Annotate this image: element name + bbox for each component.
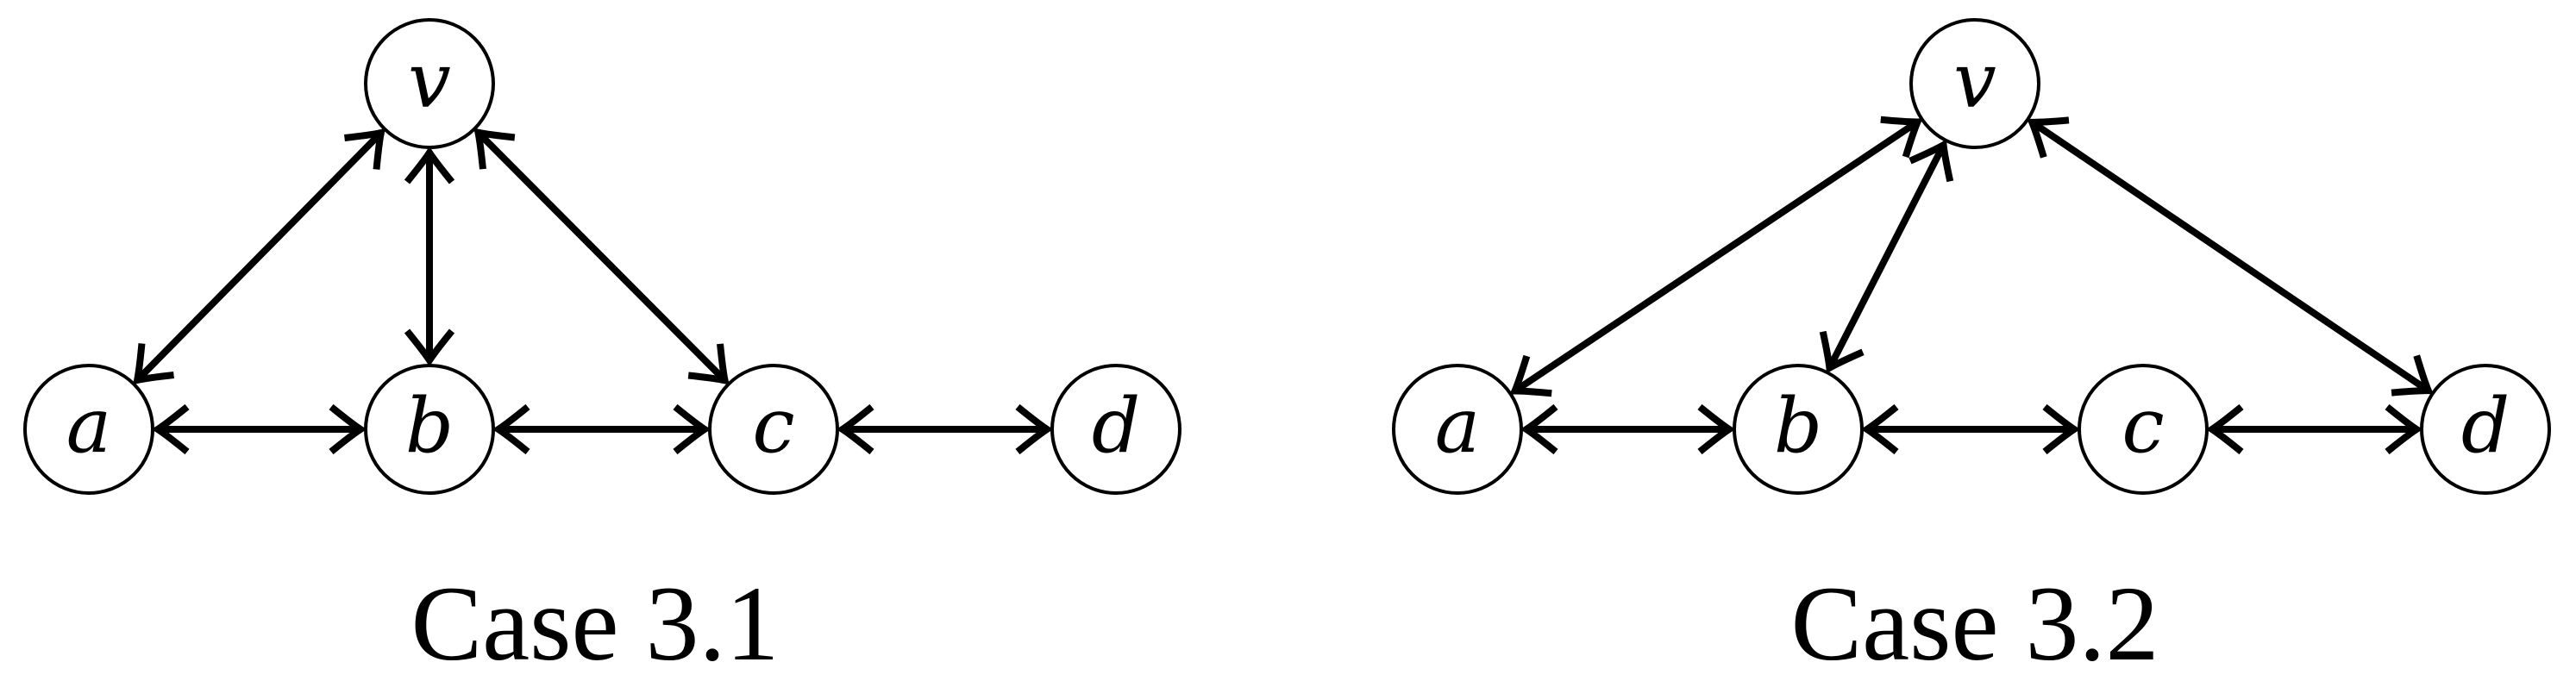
edge-line [475, 129, 728, 384]
node-circle [2420, 364, 2551, 495]
node-v: v [364, 18, 495, 149]
arrowhead [404, 328, 455, 367]
node-circle [1733, 364, 1864, 495]
node-v: v [1909, 18, 2040, 149]
arrowhead [1880, 116, 1923, 159]
arrowhead [1520, 403, 1558, 455]
node-c: c [2078, 364, 2209, 495]
arrowhead [2385, 403, 2423, 455]
node-circle [1050, 364, 1181, 495]
edge-v-a [1509, 116, 1923, 397]
edge-v-a [132, 128, 386, 385]
node-circle [708, 364, 839, 495]
edge-line [1513, 119, 1920, 394]
node-a: a [23, 364, 154, 495]
panel-case-3-2: v a b c d Case 3.2 [1392, 18, 2551, 681]
edge-b-c [492, 403, 711, 455]
panel-case-3-1: v a b c d Case 3.1 [23, 18, 1181, 681]
arrowhead [2205, 403, 2244, 455]
arrowhead [2391, 354, 2434, 397]
edge-v-b [1819, 139, 1954, 374]
arrowhead [687, 343, 730, 385]
arrowhead [344, 128, 386, 170]
panel-caption: Case 3.2 [1790, 565, 2159, 681]
node-circle [1392, 364, 1523, 495]
node-circle [2078, 364, 2209, 495]
edge-group [1509, 116, 2434, 455]
panel-caption: Case 3.1 [411, 565, 779, 681]
edge-line [135, 130, 384, 383]
arrowhead [2042, 403, 2081, 455]
arrowhead [1509, 354, 1552, 397]
node-circle [364, 364, 495, 495]
edge-line [2029, 119, 2431, 394]
node-b: b [1733, 364, 1864, 495]
edge-v-d [2027, 116, 2434, 397]
arrowhead [1015, 403, 1054, 455]
arrowhead [151, 403, 190, 455]
arrowhead [1819, 330, 1865, 374]
edge-a-b [1520, 403, 1736, 455]
node-label: v [1953, 36, 1996, 125]
node-group: v a b c d [23, 18, 1181, 495]
arrowhead [1860, 403, 1899, 455]
node-label: c [2122, 382, 2164, 471]
arrowhead [1908, 139, 1954, 183]
node-label: v [408, 36, 451, 125]
node-circle [23, 364, 154, 495]
node-label: b [1774, 382, 1822, 471]
node-label: a [66, 382, 111, 471]
arrowhead [673, 403, 711, 455]
arrowhead [836, 403, 874, 455]
arrowhead [404, 146, 455, 184]
node-b: b [364, 364, 495, 495]
node-d: d [2420, 364, 2551, 495]
edge-b-c [1860, 403, 2081, 455]
arrowhead [1697, 403, 1736, 455]
node-label: a [1435, 382, 1480, 471]
edge-c-d [2205, 403, 2423, 455]
arrowhead [473, 128, 516, 170]
edge-line [1826, 143, 1947, 370]
node-c: c [708, 364, 839, 495]
arrowhead [492, 403, 530, 455]
node-group: v a b c d [1392, 18, 2551, 495]
node-label: b [405, 382, 454, 471]
node-label: d [1092, 382, 1140, 471]
edge-c-d [836, 403, 1054, 455]
edge-v-b [404, 146, 455, 367]
node-circle [1909, 18, 2040, 149]
node-circle [364, 18, 495, 149]
node-label: d [2461, 382, 2510, 471]
edge-v-c [473, 128, 730, 385]
edge-a-b [151, 403, 367, 455]
arrowhead [132, 343, 174, 385]
edge-group [132, 128, 1054, 455]
node-d: d [1050, 364, 1181, 495]
arrowhead [2027, 116, 2070, 159]
arrowhead [329, 403, 367, 455]
node-label: c [752, 382, 794, 471]
node-a: a [1392, 364, 1523, 495]
